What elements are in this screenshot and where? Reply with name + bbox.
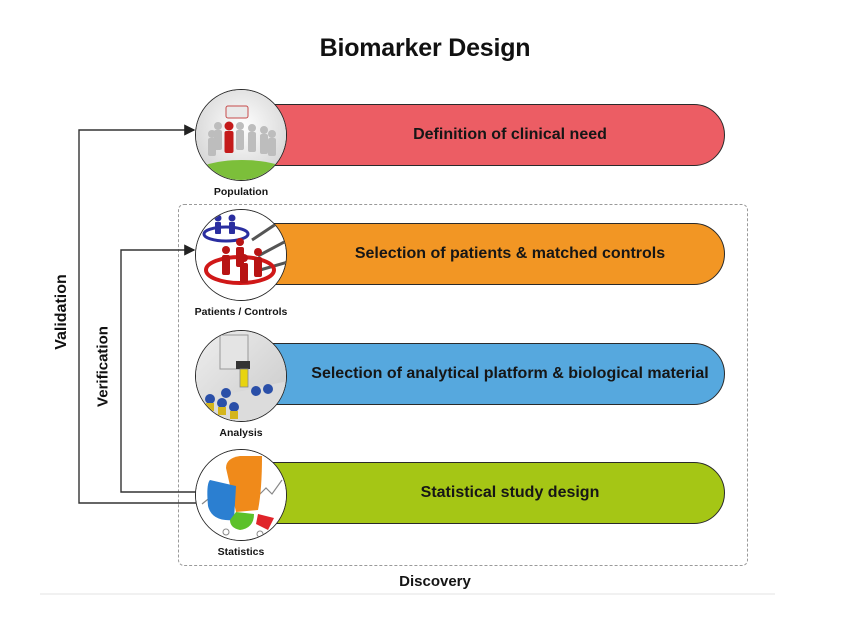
diagram-title: Biomarker Design bbox=[319, 34, 531, 62]
analysis-icon bbox=[195, 330, 287, 422]
validation-label: Validation bbox=[53, 274, 70, 350]
divider bbox=[40, 593, 775, 595]
step-definition-clinical-need: Definition of clinical need bbox=[255, 104, 725, 166]
verification-label: Verification bbox=[94, 326, 112, 407]
verification-arrow bbox=[120, 244, 196, 493]
analysis-label: Analysis bbox=[219, 427, 263, 439]
statistics-icon bbox=[195, 449, 287, 541]
discovery-region bbox=[178, 204, 748, 566]
population-label: Population bbox=[213, 186, 269, 198]
step-selection-patients-controls: Selection of patients & matched controls bbox=[255, 223, 725, 285]
statistics-label: Statistics bbox=[217, 546, 265, 558]
patients-controls-label: Patients / Controls bbox=[194, 306, 288, 318]
step-statistical-study-design: Statistical study design bbox=[255, 462, 725, 524]
validation-arrow bbox=[78, 124, 196, 504]
step-selection-analytical-platform: Selection of analytical platform & biolo… bbox=[255, 343, 725, 405]
discovery-label: Discovery bbox=[399, 573, 471, 590]
patients-controls-icon bbox=[195, 209, 287, 301]
population-icon bbox=[195, 89, 287, 181]
